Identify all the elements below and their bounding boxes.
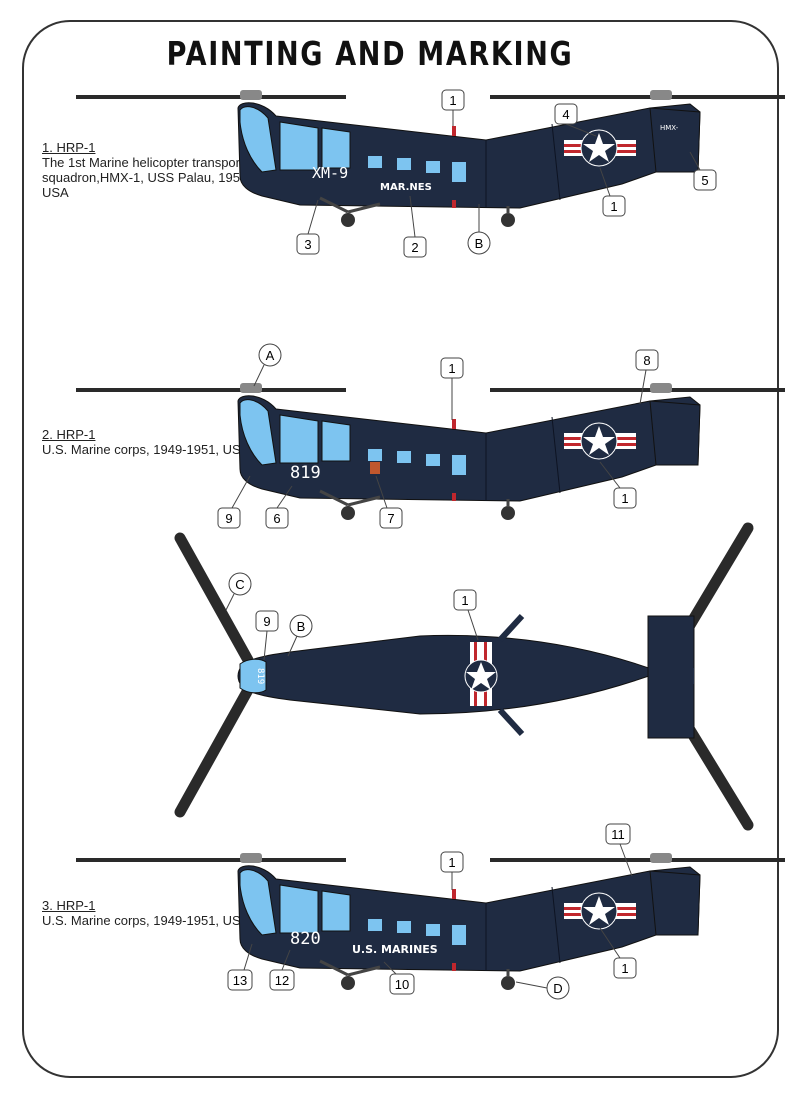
page-title: PAINTING AND MARKING (166, 34, 574, 73)
caption-heading: 1. HRP-1 (42, 140, 96, 155)
callout-label: 11 (611, 827, 625, 842)
helicopter-profile-1: XM-9 MAR.NES HMX- (74, 88, 787, 229)
caption-description: The 1st Marine helicopter transport squa… (42, 155, 251, 200)
callouts-profile-3: 1 11 1 13 12 10 D (227, 823, 637, 1000)
callout-label: A (266, 348, 275, 363)
callout-label: 6 (273, 511, 280, 526)
caption-description: U.S. Marine corps, 1949-1951, USA (42, 913, 250, 928)
callout-label: 13 (233, 973, 247, 988)
callout-label: 2 (411, 240, 418, 255)
callout-label: 1 (461, 593, 468, 608)
callout-label: B (475, 236, 484, 251)
callout-label: 4 (562, 107, 569, 122)
callout-label: 1 (449, 93, 456, 108)
callouts-top-view: C 9 B 1 (225, 572, 479, 661)
squadron-emblem (370, 462, 380, 474)
nose-code-text: XM-9 (312, 164, 348, 182)
callouts-profile-2: A 1 8 1 9 6 7 (217, 343, 659, 529)
callout-label: 12 (275, 973, 289, 988)
callout-label: 9 (225, 511, 232, 526)
caption-heading: 2. HRP-1 (42, 427, 96, 442)
callout-label: 7 (387, 511, 394, 526)
callout-label: 1 (448, 855, 455, 870)
caption-description: U.S. Marine corps, 1949-1951, USA (42, 442, 250, 457)
callout-label: 1 (621, 961, 628, 976)
caption-heading: 3. HRP-1 (42, 898, 96, 913)
callout-label: B (297, 619, 306, 634)
callout-label: 5 (701, 173, 708, 188)
callout-label: 3 (304, 237, 311, 252)
callout-label: 8 (643, 353, 650, 368)
caption-profile-2: 2. HRP-1 U.S. Marine corps, 1949-1951, U… (42, 427, 257, 457)
helicopter-top-view: 819 (174, 522, 754, 831)
helicopter-profile-2: 819 (74, 381, 787, 522)
helicopter-profile-3: 820 U.S. MARINES (74, 851, 787, 992)
callout-label: C (235, 577, 244, 592)
callout-label: 1 (448, 361, 455, 376)
callout-label: 1 (610, 199, 617, 214)
callout-label: D (553, 981, 562, 996)
tail-marking-text: HMX- (660, 124, 679, 132)
nose-code-text: 819 (290, 463, 321, 483)
caption-profile-3: 3. HRP-1 U.S. Marine corps, 1949-1951, U… (42, 898, 257, 928)
callout-label: 9 (263, 614, 270, 629)
nose-code-text: 820 (290, 929, 321, 949)
callout-label: 1 (621, 491, 628, 506)
body-marking-text: U.S. MARINES (352, 943, 438, 956)
callouts-profile-1: 1 4 5 1 3 2 B (296, 89, 717, 258)
nose-code-text: 819 (255, 668, 265, 684)
callout-label: 10 (395, 977, 409, 992)
caption-profile-1: 1. HRP-1 The 1st Marine helicopter trans… (42, 140, 257, 200)
body-marking-text: MAR.NES (380, 182, 432, 193)
